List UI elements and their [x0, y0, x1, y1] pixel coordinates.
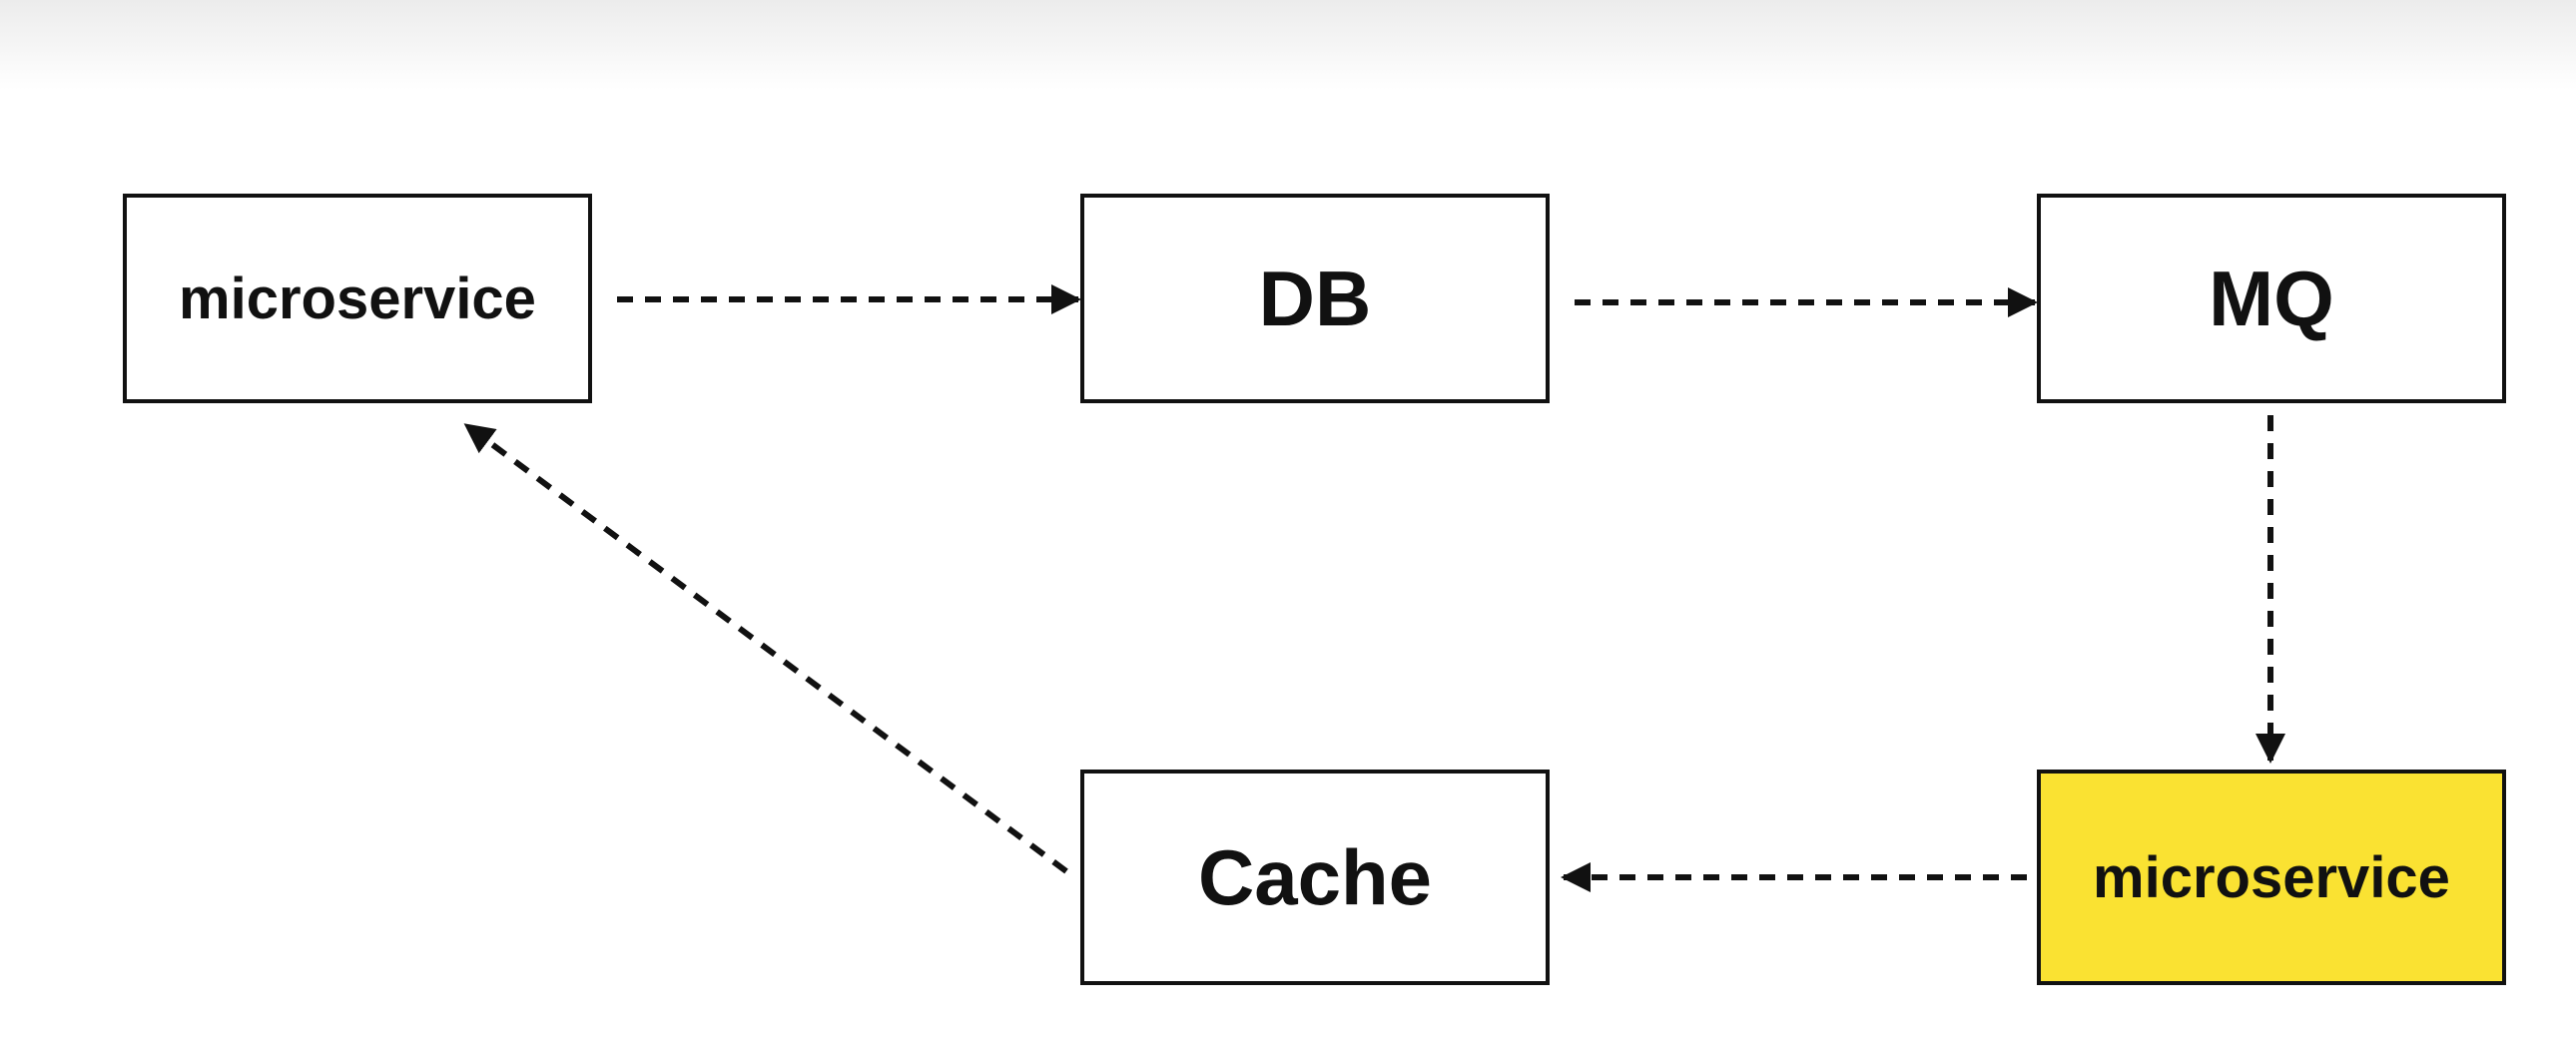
microservice-bottom-node[interactable]: microservice: [2037, 770, 2506, 985]
window-top-shadow: [0, 0, 2576, 90]
cache-label: Cache: [1197, 832, 1433, 921]
microservice-top-label: microservice: [179, 265, 536, 331]
edge-cache-to-microservice-top: [463, 422, 1068, 874]
microservice-bottom-label: microservice: [2093, 844, 2450, 910]
db-node[interactable]: DB: [1080, 194, 1550, 403]
mq-node[interactable]: MQ: [2037, 194, 2506, 403]
cache-node[interactable]: Cache: [1080, 770, 1550, 985]
microservice-top-node[interactable]: microservice: [123, 194, 592, 403]
db-label: DB: [1258, 254, 1372, 342]
mq-label: MQ: [2209, 254, 2334, 342]
